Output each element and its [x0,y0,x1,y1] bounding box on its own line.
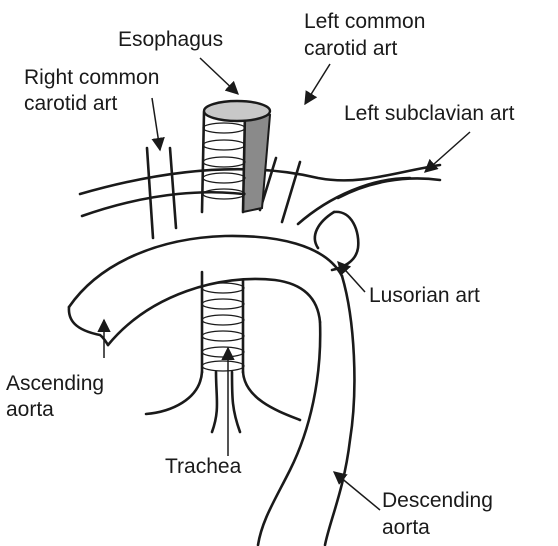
label-left-subclavian: Left subclavian art [344,102,515,125]
trachea [146,272,300,432]
right-common-carotid-artery [147,148,176,238]
pointer-left-subclavian [425,132,470,172]
label-ascending-aorta-line1: Ascending [6,372,104,395]
label-descending-aorta-line1: Descending [382,489,493,512]
esophagus [202,101,270,212]
label-lusorian: Lusorian art [369,284,480,307]
descending-aorta [258,276,354,545]
label-left-common-carotid-line1: Left common [304,10,425,33]
label-esophagus: Esophagus [118,28,223,51]
labels: Esophagus Left common carotid art Right … [6,10,515,539]
label-right-common-carotid-line2: carotid art [24,92,118,115]
label-right-common-carotid-line1: Right common [24,66,159,89]
label-ascending-aorta-line2: aorta [6,398,54,421]
label-left-common-carotid-line2: carotid art [304,37,398,60]
pointer-left-carotid [305,64,330,104]
label-trachea: Trachea [165,455,242,478]
label-descending-aorta-line2: aorta [382,516,430,539]
pointer-right-carotid [152,98,160,150]
pointer-esophagus [200,58,238,94]
